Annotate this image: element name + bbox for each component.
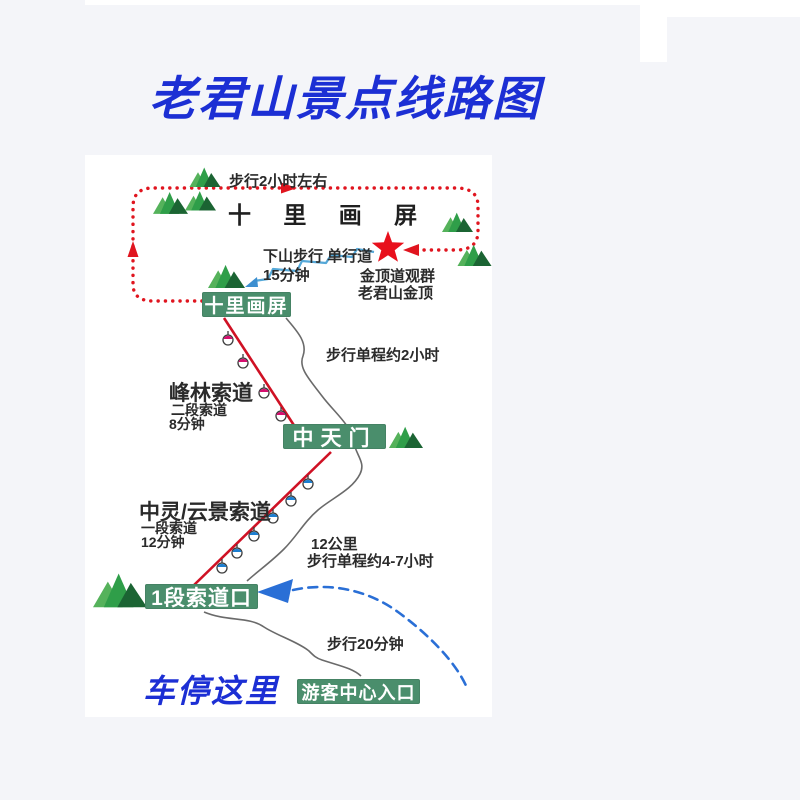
label-walk-20min: 步行20分钟 [327,636,404,653]
station-cableway1-gate: 1段索道口 [145,584,258,610]
label-zhongling-section: 一段索道 [141,520,197,536]
label-walk-4-7h: 步行单程约4-7小时 [307,553,434,570]
label-summit-golden-top: 老君山金顶 [358,285,434,302]
label-distance-12km: 12公里 [311,536,358,553]
label-downhill-walk: 下山步行 单行道 [263,248,373,265]
background-strip [640,3,667,62]
label-fenglin-cableway: 峰林索道 [169,382,253,405]
label-summit-temples: 金顶道观群 [360,268,436,285]
station-visitor-center: 游客中心入口 [297,679,420,704]
station-zhongtianmen: 中天门 [283,424,386,450]
page-title: 老君山景点线路图 [149,72,541,125]
label-park-here: 车停这里 [143,673,280,709]
station-shilihuaping: 十里画屏 [202,292,291,317]
label-walk-oneway-2h: 步行单程约2小时 [326,347,440,364]
label-zhongling-cableway: 中灵/云景索道 [139,501,271,524]
label-loop-walk-time: 步行2小时左右 [229,173,328,190]
background-strip [666,0,800,17]
label-shili-huaping-area: 十 里 画 屏 [228,202,431,228]
label-zhongling-time: 12分钟 [141,534,185,550]
label-downhill-time: 15分钟 [263,267,310,284]
background-strip [85,0,800,5]
label-fenglin-time: 8分钟 [169,416,205,432]
label-fenglin-section: 二段索道 [171,402,227,418]
